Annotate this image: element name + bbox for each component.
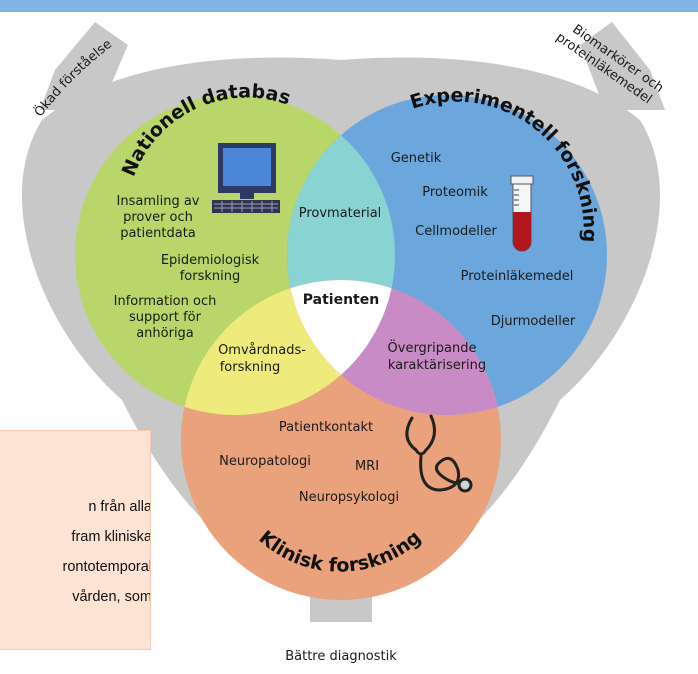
right-item-djurmodeller: Djurmodeller <box>491 314 576 329</box>
info-text-box: n från alla fram kliniska rontotemporal … <box>0 430 151 650</box>
stethoscope-icon <box>405 414 473 493</box>
left-item-8: anhöriga <box>136 326 194 341</box>
left-item-4: Epidemiologisk <box>161 253 260 268</box>
info-line-4: vården, som <box>72 589 151 605</box>
overlap-label-provmaterial: Provmaterial <box>299 206 382 221</box>
info-line-1: n från alla <box>88 499 151 515</box>
info-line-3: rontotemporal <box>62 559 151 575</box>
overlap-label-omvardnad-2: forskning <box>220 360 281 375</box>
top-accent-bar <box>0 0 698 12</box>
right-item-cellmodeller: Cellmodeller <box>415 224 497 239</box>
bottom-item-mri: MRI <box>355 459 379 474</box>
overlap-label-karaktarisering-1: Övergripande <box>388 339 477 356</box>
left-item-7: support för <box>129 310 202 325</box>
right-item-proteinlakemedel: Proteinläkemedel <box>461 269 574 284</box>
computer-icon <box>212 143 280 213</box>
overlap-label-karaktarisering-2: karaktärisering <box>388 358 486 373</box>
left-item-5: forskning <box>180 269 241 284</box>
left-item-2: prover och <box>123 210 193 225</box>
left-item-3: patientdata <box>120 226 196 241</box>
left-item-6: Information och <box>114 294 217 309</box>
center-label-patienten: Patienten <box>303 292 379 308</box>
right-item-genetik: Genetik <box>391 151 442 166</box>
label-battre-diagnostik: Bättre diagnostik <box>285 649 397 664</box>
frame-arm-top-right <box>580 22 665 110</box>
info-line-2: fram kliniska <box>71 529 151 545</box>
bottom-item-neuropatologi: Neuropatologi <box>219 454 311 469</box>
bottom-item-neuropsykologi: Neuropsykologi <box>299 490 399 505</box>
overlap-label-omvardnad-1: Omvårdnads- <box>218 343 306 358</box>
right-item-proteomik: Proteomik <box>422 185 488 200</box>
bottom-item-patientkontakt: Patientkontakt <box>279 420 373 435</box>
overlap-omvardnad <box>181 280 395 415</box>
overlap-karaktarisering <box>287 280 501 415</box>
test-tube-icon <box>510 175 534 252</box>
left-item-1: Insamling av <box>117 194 200 209</box>
